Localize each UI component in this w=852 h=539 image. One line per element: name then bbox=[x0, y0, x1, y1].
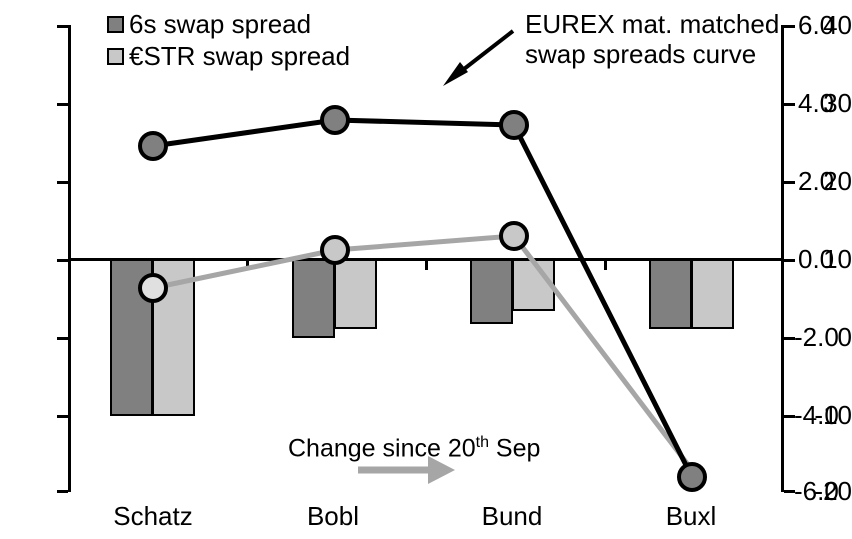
marker-eurex-schatz bbox=[138, 131, 168, 161]
eurex-annotation-arrow bbox=[443, 29, 515, 86]
left-tick-30 bbox=[57, 103, 68, 106]
legend-swatch-estr bbox=[107, 47, 124, 65]
bar-estr-bobl bbox=[334, 259, 377, 329]
left-tick-m10 bbox=[57, 415, 68, 418]
marker-eurex-buxl bbox=[677, 462, 707, 492]
left-tick-40 bbox=[57, 25, 68, 28]
right-tick-6 bbox=[784, 25, 795, 28]
marker-eurex-bobl bbox=[320, 105, 350, 135]
right-axis-label-4: 4.0 bbox=[798, 88, 835, 118]
change-annotation-arrow bbox=[358, 456, 455, 484]
left-tick-20 bbox=[57, 181, 68, 184]
left-axis-label-0: 0 bbox=[837, 322, 852, 352]
black-eurex-line bbox=[152, 117, 695, 479]
right-tick-m4 bbox=[784, 415, 795, 418]
x-label-schatz: Schatz bbox=[113, 501, 193, 531]
eurex-annotation-line2: swap spreads curve bbox=[525, 39, 757, 69]
left-tick-0 bbox=[57, 337, 68, 340]
change-annotation-after: Sep bbox=[488, 434, 541, 463]
left-axis-label-m20: -20 bbox=[814, 476, 852, 506]
right-axis-label-6: 6.0 bbox=[798, 10, 835, 40]
right-tick-4 bbox=[784, 103, 795, 106]
left-tick-m20 bbox=[57, 490, 68, 493]
x-label-bobl: Bobl bbox=[306, 501, 360, 531]
right-tick-m2 bbox=[784, 337, 795, 340]
bar-estr-buxl bbox=[691, 259, 734, 329]
x-tick-3 bbox=[604, 261, 607, 270]
bar-6s-bobl bbox=[292, 259, 335, 338]
x-tick-2 bbox=[425, 261, 428, 270]
right-axis-label-2: 2.0 bbox=[798, 166, 835, 196]
marker-change-bobl bbox=[320, 235, 350, 265]
left-axis-label-m10: -10 bbox=[814, 400, 852, 430]
legend-item-estr: €STR swap spread bbox=[107, 40, 350, 72]
marker-change-schatz bbox=[138, 273, 168, 303]
x-tick-1 bbox=[246, 261, 249, 270]
change-annotation-before: Change since 20 bbox=[288, 434, 476, 463]
eurex-annotation-line1: EUREX mat. matched bbox=[525, 9, 780, 39]
bar-6s-bund bbox=[470, 259, 513, 324]
left-axis-label-30: 30 bbox=[823, 88, 852, 118]
x-label-bund: Bund bbox=[481, 501, 543, 531]
right-tick-0 bbox=[784, 259, 795, 262]
right-axis-label-m4: -4.0 bbox=[794, 400, 839, 430]
right-tick-m6 bbox=[784, 490, 795, 493]
legend-item-6s: 6s swap spread bbox=[107, 8, 350, 40]
x-label-buxl: Buxl bbox=[665, 501, 717, 531]
legend-label-6s: 6s swap spread bbox=[129, 9, 312, 39]
eurex-annotation-text: EUREX mat. matched swap spreads curve bbox=[525, 9, 779, 69]
legend-swatch-6s bbox=[107, 15, 124, 33]
legend-label-estr: €STR swap spread bbox=[129, 41, 351, 71]
change-annotation-text: Change since 20th Sep bbox=[288, 428, 540, 463]
marker-change-bund bbox=[499, 221, 529, 251]
chart-legend: 6s swap spread €STR swap spread bbox=[107, 8, 350, 72]
grey-change-line bbox=[152, 233, 694, 472]
right-axis-label-m2: -2.0 bbox=[794, 322, 839, 352]
right-tick-2 bbox=[784, 181, 795, 184]
left-tick-10 bbox=[57, 259, 68, 262]
right-axis-label-m6: -6.0 bbox=[794, 476, 839, 506]
zero-baseline bbox=[68, 258, 784, 261]
left-axis-label-40: 40 bbox=[823, 10, 852, 40]
change-annotation-ordinal: th bbox=[475, 434, 489, 451]
right-axis-label-0: 0.0 bbox=[798, 244, 835, 274]
left-axis-label-20: 20 bbox=[823, 166, 852, 196]
marker-eurex-bund bbox=[499, 110, 529, 140]
left-axis-label-10: 10 bbox=[823, 244, 852, 274]
